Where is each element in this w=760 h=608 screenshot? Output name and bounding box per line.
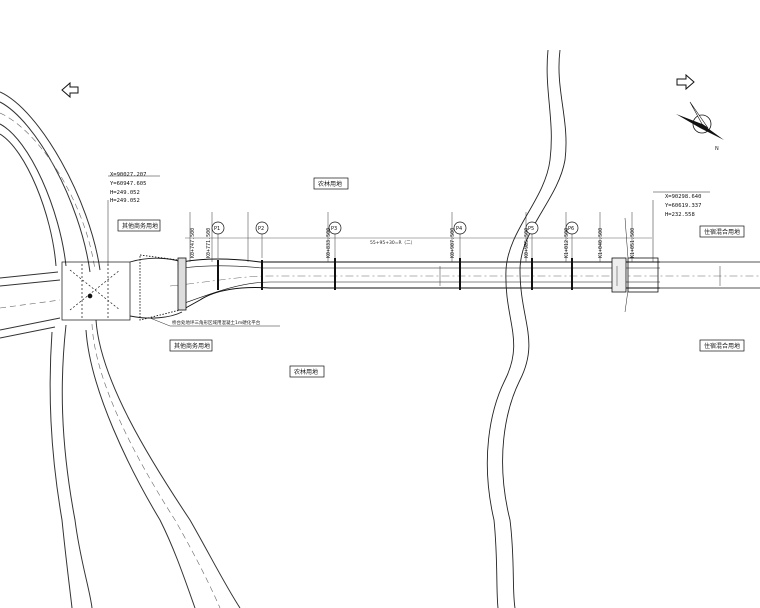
coord-left-x: X=90027.207	[110, 172, 146, 178]
svg-text:农林用地: 农林用地	[294, 368, 318, 376]
stream	[486, 49, 567, 608]
svg-text:N: N	[715, 146, 719, 152]
coords-right: X=90298.640 Y=60619.337 H=232.558	[665, 194, 701, 218]
svg-text:P2: P2	[258, 226, 264, 232]
pier-marker: P6	[565, 221, 579, 258]
dimension-marks	[439, 266, 721, 286]
svg-text:其他商务用地: 其他商务用地	[174, 342, 210, 350]
svg-text:农林用地: 农林用地	[318, 180, 342, 188]
bridge-centerline	[169, 275, 760, 287]
hollow-arrow-left-icon	[61, 81, 79, 99]
abutment-note: 桥台处地坪三角形区域用混凝土1m硬化平台	[172, 319, 261, 326]
svg-text:P6: P6	[568, 226, 574, 232]
chainage-ticks	[185, 212, 652, 262]
pier-marker: P5	[525, 221, 539, 258]
bridge-span-note: 55+95+30=R（二）	[370, 240, 415, 246]
approach-road	[129, 254, 183, 321]
coord-left-h1: H=249.052	[110, 190, 140, 196]
zone-label-top-right: 住宿混合用地	[699, 225, 745, 238]
chainage-labels: K0+747.500 K0+771.500 K0+833.500 K0+907.…	[190, 228, 636, 258]
chainage-label: K1+012.500	[564, 228, 570, 258]
zone-label-bottom-mid: 农林用地	[289, 365, 325, 378]
chainage-label: K0+747.500	[190, 228, 196, 258]
bridge-deck	[181, 258, 760, 311]
coord-right-y: Y=60619.337	[665, 203, 701, 209]
svg-text:P3: P3	[331, 226, 337, 232]
svg-text:P4: P4	[456, 226, 462, 232]
zone-label-top-left: 其他商务用地	[117, 219, 161, 232]
pier-bars	[217, 258, 573, 290]
coord-left-h2: H=249.052	[110, 198, 140, 204]
svg-text:P1: P1	[214, 226, 220, 232]
curved-road-centerline	[0, 112, 221, 608]
chainage-label: K0+907.500	[450, 228, 456, 258]
curved-road	[0, 91, 241, 608]
pier-marker: P4	[453, 221, 467, 258]
intersection	[61, 261, 131, 321]
svg-text:P5: P5	[528, 226, 534, 232]
coord-right-x: X=90298.640	[665, 194, 701, 200]
abutments	[177, 257, 659, 311]
pier-marker: P2	[255, 221, 269, 258]
coord-left-y: Y=60947.605	[110, 181, 146, 187]
leader-lines	[107, 175, 710, 327]
pier-markers: P1 P2 P3 P4 P5 P6	[211, 221, 579, 258]
hollow-arrow-right-icon	[676, 73, 695, 91]
svg-text:住宿混合用地: 住宿混合用地	[704, 228, 740, 236]
coord-right-h: H=232.558	[665, 212, 695, 218]
zone-label-bottom-left: 其他商务用地	[169, 339, 213, 352]
chainage-label: K1+051.500	[630, 228, 636, 258]
zone-label-top-mid: 农林用地	[313, 177, 349, 190]
chainage-label: K0+985.500	[524, 228, 530, 258]
chainage-label: K1+040.500	[598, 228, 604, 258]
svg-text:其他商务用地: 其他商务用地	[122, 222, 158, 230]
coords-left: X=90027.207 Y=60947.605 H=249.052 H=249.…	[110, 172, 146, 204]
pier-marker: P1	[211, 221, 225, 258]
north-arrow-icon: N	[676, 101, 724, 152]
chainage-label: K0+833.500	[326, 228, 332, 258]
zone-label-bottom-right: 住宿混合用地	[699, 339, 745, 352]
svg-text:住宿混合用地: 住宿混合用地	[704, 342, 740, 350]
pier-marker: P3	[328, 221, 342, 258]
chainage-label: K0+771.500	[206, 228, 212, 258]
